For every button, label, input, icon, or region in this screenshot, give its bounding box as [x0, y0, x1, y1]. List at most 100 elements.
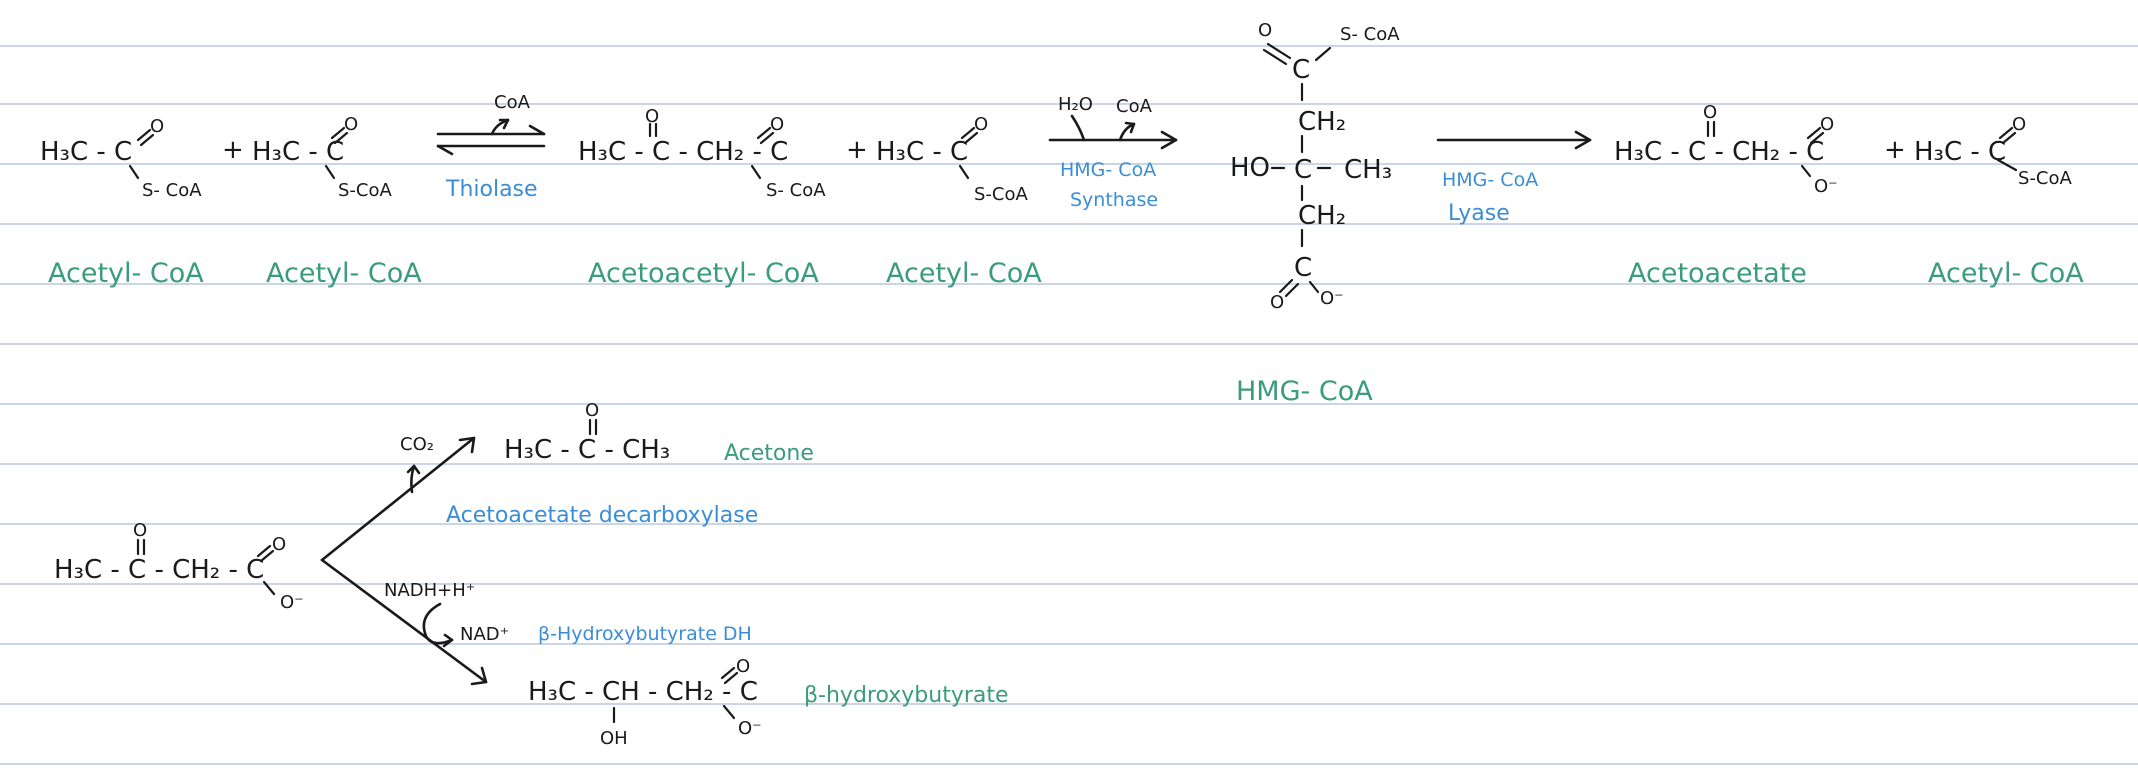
- chemical-bond: [333, 131, 349, 145]
- acetone-name: Acetone: [724, 441, 814, 466]
- acetoacetate-formula: H₃C - C - CH₂ - C: [1614, 137, 1824, 167]
- acetyl-coa-3-formula: H₃C - C: [876, 137, 968, 167]
- acetyl-coa-1: H₃C - C O S- CoA Acetyl- CoA: [40, 116, 204, 289]
- lyase-enzyme-label-1: HMG- CoA: [1442, 169, 1538, 191]
- ruled-lines: [0, 45, 2138, 765]
- reaction-arrow: [1574, 130, 1592, 150]
- dehydrogenase-enzyme-label: β-Hydroxybutyrate DH: [538, 623, 752, 645]
- acetyl-coa-4-thioester: S-CoA: [2018, 168, 2073, 189]
- thiolase-step: CoA Thiolase: [436, 92, 546, 202]
- acetyl-coa-2-thioester: S-CoA: [338, 180, 393, 201]
- acetoacetate-ketone-oxygen: O: [1703, 102, 1717, 123]
- acetyl-coa-1-name: Acetyl- CoA: [48, 258, 204, 289]
- chemical-bond: [1809, 131, 1825, 145]
- reaction-arrow: [458, 436, 476, 454]
- chemical-bond: [324, 164, 336, 180]
- reaction-arrow: [406, 464, 421, 475]
- plus-sign-1: +: [222, 135, 244, 165]
- thiolase-enzyme-label: Thiolase: [445, 177, 538, 202]
- co2-release: CO₂: [400, 434, 434, 455]
- hmg-coa-ch2-lower: CH₂: [1298, 201, 1346, 231]
- acetyl-coa-3-name: Acetyl- CoA: [886, 258, 1042, 289]
- acetoacetyl-coa-name: Acetoacetyl- CoA: [588, 258, 819, 289]
- chemical-bond: [2001, 131, 2017, 145]
- chemical-bond: [1266, 42, 1292, 60]
- decarboxylation-step: CO₂ Acetoacetate decarboxylase: [400, 434, 758, 528]
- chemical-bond: [722, 704, 736, 720]
- chemical-bond: [139, 133, 155, 147]
- chemical-bond: [1998, 126, 2014, 140]
- chemical-bond: [960, 126, 976, 140]
- branch-arrows: [320, 436, 488, 686]
- acetyl-coa-4-oxygen: O: [2012, 114, 2026, 135]
- chemical-bond: [128, 164, 140, 180]
- chemical-bond: [1996, 158, 2018, 172]
- acetoacetate-carboxylate-oxygen: O⁻: [1814, 176, 1838, 197]
- synthase-enzyme-label-2: Synthase: [1070, 189, 1158, 211]
- hmg-coa-synthase-step: H₂O CoA HMG- CoA Synthase: [1048, 94, 1178, 211]
- chemical-bond: [756, 126, 772, 140]
- hmg-coa-hydroxyl: HO: [1230, 153, 1270, 183]
- acetoacetate-carbonyl-oxygen: O: [1820, 114, 1834, 135]
- reaction-arrow: [320, 436, 476, 562]
- reaction-arrow: [1070, 114, 1086, 142]
- synthase-enzyme-label-1: HMG- CoA: [1060, 159, 1156, 181]
- acetyl-coa-3-oxygen: O: [974, 114, 988, 135]
- plus-sign-3: +: [1884, 135, 1906, 165]
- chemical-bond: [750, 164, 762, 180]
- nad-release: NAD⁺: [460, 624, 509, 645]
- chemical-bond: [1284, 282, 1300, 298]
- acetoacetate: H₃C - C - CH₂ - C O O O⁻ Acetoacetate: [1614, 102, 1838, 289]
- hmg-coa-carboxyl-oxygen: O: [1270, 292, 1284, 313]
- reaction-arrow: [320, 558, 488, 684]
- hmg-coa-name: HMG- CoA: [1236, 376, 1373, 407]
- reaction-arrow: [528, 124, 546, 136]
- chemical-bond: [720, 666, 736, 680]
- acetoacetate-substrate: H₃C - C - CH₂ - C O O O⁻: [54, 520, 304, 613]
- reaction-arrow: [422, 602, 454, 645]
- acetyl-coa-3-thioester: S-CoA: [974, 184, 1029, 205]
- chemical-bond: [330, 126, 346, 140]
- chemical-bond: [723, 671, 739, 685]
- acetyl-coa-4-formula: H₃C - C: [1914, 137, 2006, 167]
- beta-hydroxybutyrate: H₃C - CH - CH₂ - C OH O O⁻ β-hydroxybuty…: [528, 656, 1009, 749]
- chemical-bond: [259, 549, 275, 563]
- reaction-arrow: [1160, 130, 1178, 150]
- chemical-bond: [136, 128, 152, 142]
- thiolase-coa-release: CoA: [494, 92, 531, 113]
- acetoacetyl-coa-thioester-oxygen: O: [770, 114, 784, 135]
- acetone: H₃C - C - CH₃ O Acetone: [504, 400, 814, 466]
- decarboxylase-enzyme-label: Acetoacetate decarboxylase: [446, 503, 758, 528]
- acetyl-coa-2-oxygen: O: [344, 114, 358, 135]
- hmg-coa-central-carbon: C: [1294, 155, 1312, 185]
- plus-sign-2: +: [846, 135, 868, 165]
- acetoacetate-substrate-formula: H₃C - C - CH₂ - C: [54, 555, 264, 585]
- acetyl-coa-4-name: Acetyl- CoA: [1928, 258, 2084, 289]
- acetoacetyl-coa-thioester: S- CoA: [766, 180, 826, 201]
- beta-hydroxybutyrate-name: β-hydroxybutyrate: [804, 683, 1009, 708]
- hmg-coa-top-oxygen: O: [1258, 20, 1272, 41]
- hmg-coa-carboxyl-carbon: C: [1294, 253, 1312, 283]
- reduction-step: NADH+H⁺ NAD⁺ β-Hydroxybutyrate DH: [384, 580, 752, 648]
- reaction-arrow: [498, 118, 510, 130]
- hmg-coa-ch2-upper: CH₂: [1298, 107, 1346, 137]
- chemical-bond: [759, 131, 775, 145]
- nadh-input: NADH+H⁺: [384, 580, 475, 601]
- chemical-bond: [262, 580, 276, 596]
- acetoacetate-substrate-carboxylate-oxygen: O⁻: [280, 592, 304, 613]
- acetone-formula: H₃C - C - CH₃: [504, 435, 670, 465]
- acetyl-coa-1-thioester: S- CoA: [142, 180, 202, 201]
- hmg-coa-carboxylate-oxygen: O⁻: [1320, 288, 1344, 309]
- chemical-bond: [1806, 126, 1822, 140]
- hmg-coa-methyl: CH₃: [1344, 155, 1392, 185]
- beta-hydroxybutyrate-carbonyl-oxygen: O: [736, 656, 750, 677]
- synthase-coa-release: CoA: [1116, 96, 1153, 117]
- reaction-arrow: [442, 633, 454, 648]
- chemical-bond: [963, 131, 979, 145]
- hmg-coa-top-carbon: C: [1292, 55, 1310, 85]
- acetyl-coa-4: H₃C - C O S-CoA Acetyl- CoA: [1914, 114, 2084, 289]
- synthase-water-input: H₂O: [1058, 94, 1093, 115]
- hmg-coa: O C S- CoA CH₂ HO C CH₃ CH₂ C O O⁻ HMG- …: [1230, 20, 1400, 407]
- chemical-bond: [256, 544, 272, 558]
